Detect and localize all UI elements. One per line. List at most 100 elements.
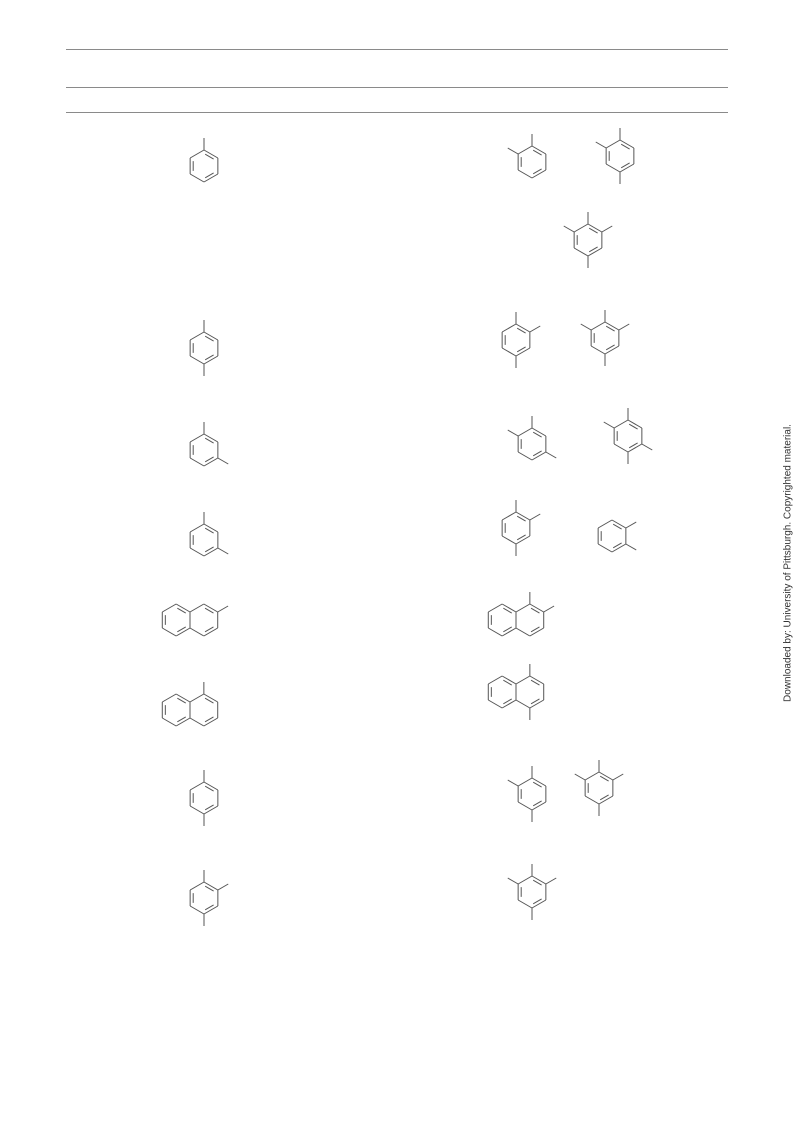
bond-line [604, 321, 620, 331]
bond-line [217, 605, 229, 613]
bond-line [503, 679, 513, 686]
bond-line [204, 626, 214, 633]
bond-line [601, 225, 613, 233]
bond-line [515, 603, 531, 613]
bond-line [619, 139, 635, 149]
bond-line [574, 773, 586, 781]
bond-line [620, 162, 630, 169]
bond-line [204, 607, 214, 614]
bond-line [162, 717, 177, 727]
bond-line [529, 325, 541, 333]
bond-line [203, 457, 219, 467]
bond-line [217, 547, 229, 555]
bond-line [203, 355, 219, 365]
bond-line [503, 698, 513, 705]
bond-line [532, 149, 542, 156]
bond-line [603, 421, 615, 429]
bond-line [189, 173, 205, 183]
bond-line [488, 699, 503, 709]
bond-line [532, 781, 542, 788]
bond-line [573, 223, 589, 233]
bond-line [203, 173, 219, 183]
bond-line [530, 626, 540, 633]
substrate-structure-4 [189, 512, 229, 557]
bond-line [530, 698, 540, 705]
bond-line [598, 795, 614, 805]
bond-line [203, 805, 219, 815]
bond-line [598, 771, 614, 781]
bond-line [189, 905, 205, 915]
bond-line [204, 354, 214, 361]
bond-line [611, 543, 627, 553]
product-structure-3 [563, 212, 613, 268]
bond-line [175, 627, 191, 637]
bond-line [545, 877, 557, 885]
bond-line [612, 773, 624, 781]
bond-line [573, 247, 589, 257]
bond-line [605, 139, 621, 149]
bond-line [204, 904, 214, 911]
bond-line [189, 627, 205, 637]
bond-line [162, 627, 177, 637]
bond-line [599, 775, 609, 782]
table-header-rule [66, 87, 728, 88]
bond-line [516, 346, 526, 353]
product-structure-13 [574, 760, 624, 816]
bond-line [588, 246, 598, 253]
bond-line [625, 543, 637, 551]
bond-line [204, 785, 214, 792]
bond-line [529, 627, 544, 637]
bond-line [175, 717, 191, 727]
substrate-structure-3 [189, 422, 229, 467]
bond-line [529, 603, 544, 613]
product-structure-10 [487, 592, 555, 637]
bond-line [189, 523, 205, 533]
product-structure-5 [580, 310, 630, 366]
bond-line [597, 543, 613, 553]
bond-line [204, 456, 214, 463]
product-structure-6 [507, 416, 557, 461]
bond-line [532, 450, 542, 457]
bond-line [204, 697, 214, 704]
bond-line [507, 429, 519, 437]
bond-line [531, 899, 547, 909]
bond-line [605, 163, 621, 173]
bond-line [531, 801, 547, 811]
bond-line [204, 885, 214, 892]
bond-line [503, 626, 513, 633]
bond-line [597, 519, 613, 529]
bond-line [587, 247, 603, 257]
bond-line [189, 149, 205, 159]
bond-line [203, 603, 218, 613]
product-structure-8 [501, 500, 541, 556]
bond-line [189, 603, 205, 613]
bond-line [189, 547, 205, 557]
bond-line [588, 227, 598, 234]
substrate-structure-8 [189, 870, 229, 926]
bond-line [529, 675, 544, 685]
substrate-structure-6 [161, 682, 219, 727]
bond-line [203, 717, 218, 727]
bond-line [175, 693, 191, 703]
bond-line [580, 323, 592, 331]
bond-line [204, 546, 214, 553]
bond-line [530, 607, 540, 614]
product-structure-1 [507, 134, 547, 179]
bond-line [203, 781, 219, 791]
bond-line [531, 145, 547, 155]
bond-line [204, 153, 214, 160]
bond-line [529, 513, 541, 521]
bond-line [501, 511, 517, 521]
table-body-rule [66, 112, 728, 113]
bond-line [177, 626, 187, 633]
bond-line [620, 143, 630, 150]
bond-line [515, 675, 531, 685]
bond-line [613, 419, 629, 429]
bond-line [204, 527, 214, 534]
bond-line [563, 225, 575, 233]
bond-line [162, 603, 177, 613]
bond-line [501, 603, 517, 613]
product-structure-14 [507, 864, 557, 920]
bond-line [613, 443, 629, 453]
bond-line [515, 627, 531, 637]
